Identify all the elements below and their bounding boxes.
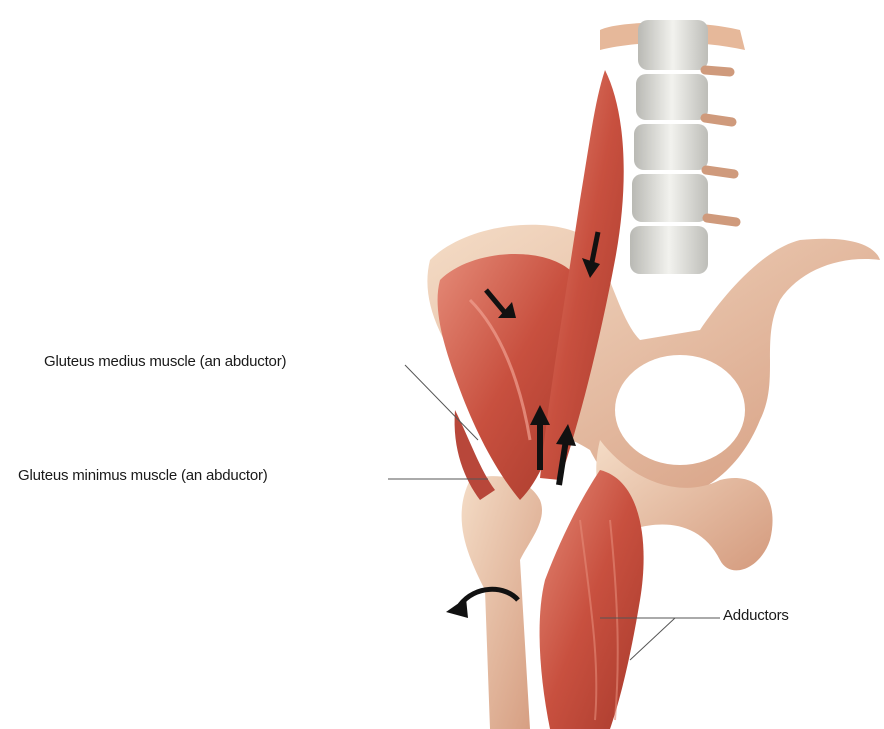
femur <box>462 476 542 729</box>
label-adductors: Adductors <box>723 607 789 624</box>
leader-adductors-3 <box>630 618 675 660</box>
label-gluteus-medius: Gluteus medius muscle (an abductor) <box>44 353 286 370</box>
label-gluteus-minimus: Gluteus minimus muscle (an abductor) <box>18 467 268 484</box>
adductors-muscle <box>540 470 644 729</box>
